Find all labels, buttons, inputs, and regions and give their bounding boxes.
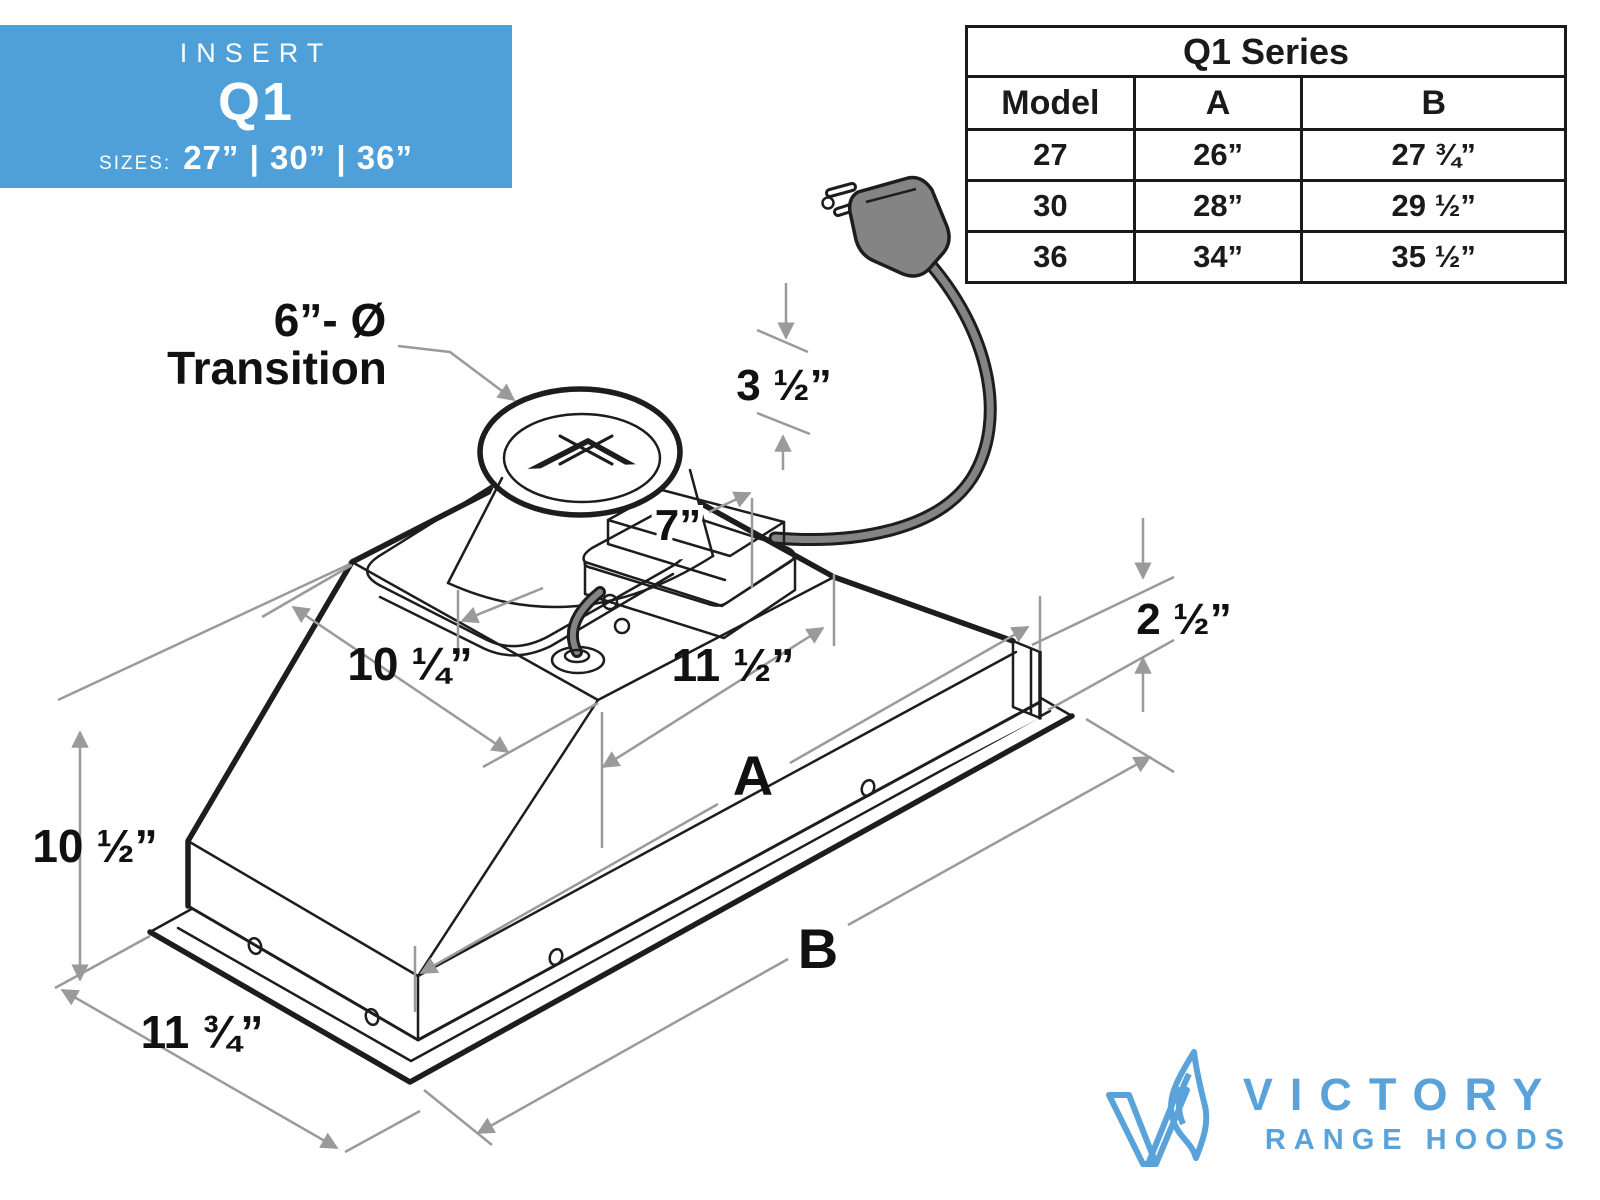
badge-kicker: INSERT <box>179 37 333 68</box>
spec-table: Q1 Series Model A B 27 26” 27 ¾” 30 28” … <box>965 25 1567 284</box>
screw-holes <box>247 778 876 1027</box>
dim-flange-length: B <box>798 917 838 980</box>
dim-interior-length: A <box>733 744 773 807</box>
col-header-b: B <box>1300 75 1567 131</box>
badge-sizes: SIZES: 27” | 30” | 36” <box>99 141 413 174</box>
dim-flange-depth: 11 ¾” <box>141 1006 264 1058</box>
cell-a: 28” <box>1132 179 1304 233</box>
table-row: 36 34” 35 ½” <box>965 230 1567 284</box>
dim-box-length: 7” <box>655 501 701 550</box>
badge-sizes-value: 27” | 30” | 36” <box>183 138 413 176</box>
table-row: 30 28” 29 ½” <box>965 179 1567 233</box>
brand-logo: VICTORY RANGE HOODS <box>1101 1048 1572 1178</box>
cell-b: 27 ¾” <box>1300 128 1567 182</box>
logo-name: VICTORY <box>1242 1068 1560 1120</box>
table-row: 27 26” 27 ¾” <box>965 128 1567 182</box>
logo-tagline: RANGE HOODS <box>1264 1123 1572 1156</box>
dim-top-length: 11 ½” <box>672 639 795 691</box>
power-plug <box>821 175 951 278</box>
col-header-model: Model <box>965 75 1136 131</box>
product-badge: INSERT Q1 SIZES: 27” | 30” | 36” <box>0 25 512 188</box>
duct-center-mark <box>558 434 614 466</box>
cell-model: 27 <box>965 128 1136 182</box>
victory-v-flame-icon <box>1105 1049 1210 1167</box>
cell-a: 34” <box>1132 230 1304 284</box>
dim-lip-height: 2 ½” <box>1136 595 1231 644</box>
dim-collar-height: 3 ½” <box>736 361 831 410</box>
dim-top-depth: 10 ¼” <box>347 638 472 690</box>
power-cord-upper <box>768 251 997 546</box>
table-title: Q1 Series <box>965 25 1567 78</box>
transition-label-line2: Transition <box>167 342 387 394</box>
dimension-lines <box>54 283 1175 1154</box>
cell-a: 26” <box>1132 128 1304 182</box>
electrical-box <box>582 488 797 640</box>
dimension-labels: 6”- Ø Transition 3 ½” 7” 10 ¼” 11 ½” 2 ½… <box>32 294 1231 1058</box>
col-header-a: A <box>1132 75 1304 131</box>
cell-model: 36 <box>965 230 1136 284</box>
transition-label-line1: 6”- Ø <box>274 294 386 346</box>
badge-model: Q1 <box>217 71 295 132</box>
dim-total-height: 10 ½” <box>32 820 157 872</box>
badge-sizes-label: SIZES: <box>99 152 172 174</box>
cell-b: 35 ½” <box>1300 230 1567 284</box>
cell-b: 29 ½” <box>1300 179 1567 233</box>
cell-model: 30 <box>965 179 1136 233</box>
